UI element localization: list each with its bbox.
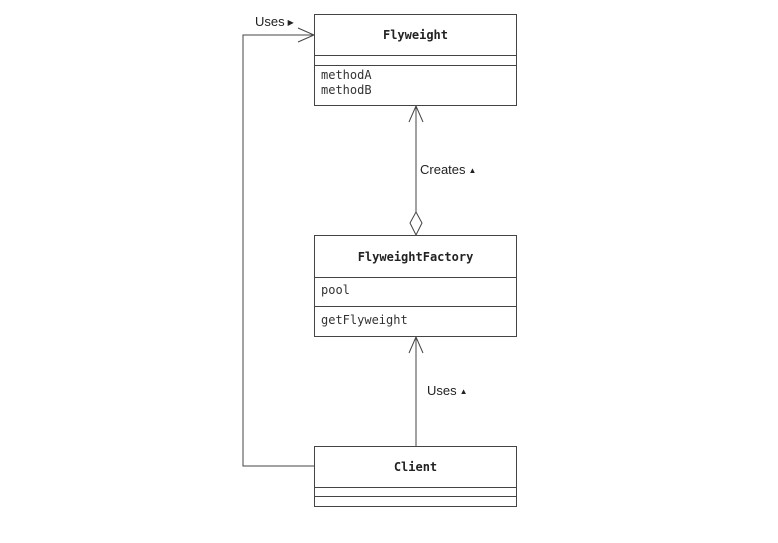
relation-label: Uses [255, 14, 285, 29]
relation-label: Creates [420, 162, 466, 177]
methods-section: methodA methodB [315, 65, 516, 98]
class-flyweight-factory: FlyweightFactory pool getFlyweight [314, 235, 517, 337]
triangle-up-icon: ▲ [468, 166, 477, 175]
field: pool [321, 283, 350, 297]
method: methodB [321, 83, 372, 97]
triangle-up-icon: ▲ [459, 387, 468, 396]
uses-label-client-factory: Uses▲ [427, 383, 468, 398]
methods-section: getFlyweight [315, 306, 516, 328]
client-uses-flyweight-line [242, 34, 315, 467]
attributes-section [315, 56, 516, 65]
open-arrowhead-icon [408, 104, 424, 123]
class-name: Flyweight [315, 15, 516, 56]
attributes-section [315, 488, 516, 496]
class-client: Client [314, 446, 517, 507]
relation-label: Uses [427, 383, 457, 398]
class-name: FlyweightFactory [315, 236, 516, 278]
class-flyweight: Flyweight methodA methodB [314, 14, 517, 106]
method: getFlyweight [321, 313, 408, 327]
creates-label: Creates▲ [420, 162, 476, 177]
open-arrowhead-icon [408, 335, 424, 354]
aggregation-diamond-icon [409, 210, 423, 237]
attributes-section: pool [315, 278, 516, 306]
triangle-right-icon: ▶ [287, 18, 294, 27]
method: methodA [321, 68, 372, 82]
uses-label-client-flyweight: Uses▶ [255, 14, 294, 29]
class-name: Client [315, 447, 516, 488]
methods-section [315, 496, 516, 505]
